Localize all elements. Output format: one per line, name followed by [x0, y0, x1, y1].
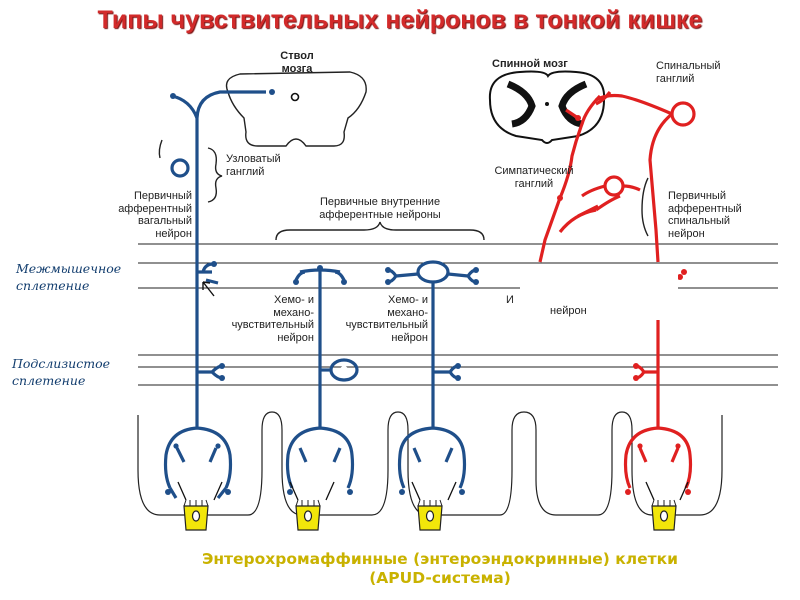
spinal-ganglion-center	[679, 110, 687, 118]
ec-cells-caption-line1: Энтерохромаффинные (энтероэндокринные) к…	[201, 550, 679, 568]
intrinsic-neuron-1-dots	[287, 265, 353, 495]
chemo-neuron-2-label-line1: Хемо- и	[388, 294, 428, 306]
myenteric-plexus-label-line1: Межмышечное	[16, 261, 122, 276]
myenteric-plexus-label: Межмышечное сплетение	[16, 260, 121, 294]
intrinsic-neurons-label-line2: афферентные нейроны	[319, 208, 441, 221]
submucosal-plexus-label: Подслизистое сплетение	[12, 355, 110, 389]
myenteric-plexus-label-line2: сплетение	[16, 278, 90, 293]
brainstem-label: Ствол мозга	[262, 50, 332, 75]
chemo-neuron-2-label-line4: нейрон	[391, 331, 428, 344]
spinal-brace	[641, 177, 649, 237]
intrinsic-neuron-2-dots	[385, 267, 479, 495]
page-title: Типы чувствительных нейронов в тонкой ки…	[97, 6, 703, 34]
spinal-ganglion-label: Спинальный ганглий	[656, 60, 721, 85]
spinal-neuron-dots	[557, 115, 691, 495]
intrinsic-neuron-2-soma-center	[429, 268, 437, 276]
spinal-afferent-neuron	[538, 91, 696, 489]
vagal-afferent-label-line2: афферентный	[118, 202, 192, 215]
vagal-afferent-neuron	[163, 90, 266, 499]
chemo-neuron-1-label: Хемо- и механо- чувствительный нейрон	[200, 294, 314, 344]
intrinsic-neuron-2	[387, 260, 477, 489]
intrinsic-neuron-1	[285, 268, 359, 489]
vagal-neuron-dots	[165, 89, 275, 495]
intrinsic-neuron-1-soma-center	[340, 366, 348, 374]
brainstem-label-line2: мозга	[281, 62, 313, 75]
ec-cells-caption: Энтерохромаффинные (энтероэндокринные) к…	[150, 550, 730, 588]
partial-label-neuron: нейрон	[550, 305, 587, 317]
brainstem-label-line1: Ствол	[280, 50, 314, 62]
spinal-afferent-label-line4: нейрон	[668, 227, 705, 240]
vagal-afferent-label-line3: вагальный	[137, 215, 192, 227]
spinal-afferent-label-line3: спинальный	[668, 215, 731, 227]
ec-cells-caption-line2: (APUD-система)	[369, 569, 511, 587]
spinal-afferent-label-line1: Первичный	[668, 190, 726, 202]
release-arrows	[177, 481, 689, 501]
spinal-afferent-label: Первичный афферентный спинальный нейрон	[668, 190, 742, 240]
villi-outline	[137, 411, 723, 516]
spinal-afferent-label-line2: афферентный	[668, 202, 742, 215]
ec-cell-3	[417, 499, 443, 531]
nodose-ganglion-label: Узловатый ганглий	[226, 153, 281, 178]
sympathetic-ganglion-label-line1: Симпатический	[494, 165, 574, 177]
chemo-neuron-2-label-line2: механо-	[387, 306, 428, 319]
chemo-neuron-1-label-line2: механо-	[273, 306, 314, 319]
ec-cell-2	[295, 499, 321, 531]
spinal-ganglion-label-line2: ганглий	[656, 72, 695, 85]
intrinsic-neurons-label-line1: Первичные внутренние	[319, 196, 441, 208]
intrinsic-neurons-label: Первичные внутренние афферентные нейроны	[284, 196, 476, 221]
chemo-neuron-1-label-line4: нейрон	[277, 331, 314, 344]
chemo-neuron-2-label-line3: чувствительный	[345, 319, 428, 331]
brainstem-shape	[225, 71, 367, 147]
nodose-ganglion-label-line1: Узловатый	[226, 153, 281, 165]
submucosal-plexus-label-line1: Подслизистое	[12, 356, 111, 371]
sympathetic-ganglion-label: Симпатический ганглий	[474, 165, 594, 190]
nodose-ganglion-label-line2: ганглий	[226, 165, 265, 178]
small-arrow-icon	[202, 281, 215, 297]
masked-region	[520, 264, 678, 320]
ec-cells	[183, 499, 677, 531]
ec-cell-1	[183, 499, 209, 531]
vagal-afferent-label-line1: Первичный	[134, 190, 192, 202]
submucosal-plexus-label-line2: сплетение	[12, 373, 86, 388]
vagal-brace	[158, 139, 163, 159]
spinal-cord-section	[488, 70, 606, 144]
brainstem-nucleus-dot	[290, 92, 300, 102]
nodose-brace	[207, 147, 223, 203]
spinal-cord-label: Спинной мозг	[492, 58, 568, 70]
chemo-neuron-2-label: Хемо- и механо- чувствительный нейрон	[318, 294, 428, 344]
vagal-afferent-label: Первичный афферентный вагальный нейрон	[70, 190, 192, 240]
chemo-neuron-1-label-line1: Хемо- и	[274, 294, 314, 306]
sympathetic-ganglion-center	[610, 182, 618, 190]
partial-label-i: И	[506, 294, 514, 306]
vagal-afferent-label-line4: нейрон	[155, 227, 192, 240]
spinal-ganglion-label-line1: Спинальный	[656, 60, 721, 72]
chemo-neuron-1-label-line3: чувствительный	[231, 319, 314, 331]
intrinsic-brace	[275, 221, 485, 241]
ec-cell-4	[651, 499, 677, 531]
sympathetic-ganglion-label-line2: ганглий	[514, 177, 554, 190]
